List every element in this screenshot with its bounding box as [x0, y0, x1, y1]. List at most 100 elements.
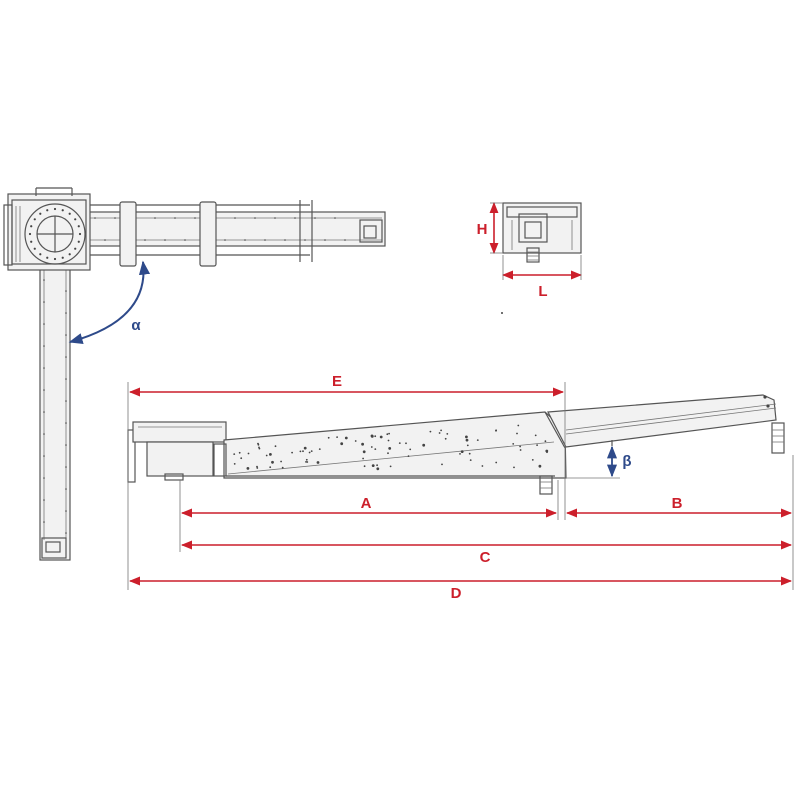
rivet-hole — [43, 389, 45, 391]
rivet-hole — [305, 461, 307, 463]
rivet-hole — [519, 449, 522, 451]
clamp-1 — [119, 201, 137, 267]
rivet-hole — [466, 444, 469, 447]
rivet-hole — [269, 466, 272, 469]
main-body — [223, 411, 567, 479]
rivet-hole — [388, 432, 390, 435]
rivet-hole — [65, 422, 67, 424]
rivet-hole — [441, 463, 443, 466]
rivet-hole — [304, 239, 306, 241]
rivet-hole — [512, 443, 515, 445]
rivet-hole — [429, 430, 432, 433]
rivet-hole — [387, 452, 389, 455]
rivet-hole — [438, 432, 441, 434]
rivet-hole — [164, 239, 166, 241]
rivet-hole — [194, 217, 196, 219]
rivet-hole — [65, 378, 67, 380]
rivet-hole — [531, 459, 534, 461]
horizontal-arm-end-cap — [359, 219, 383, 243]
rivet-hole — [340, 442, 344, 446]
rivet-hole — [104, 239, 106, 241]
dim-label-B: B — [672, 495, 683, 512]
rivet-hole — [43, 499, 45, 501]
angle-label-alpha: α — [131, 317, 141, 334]
rivet-hole — [281, 466, 284, 469]
rivet-hole — [77, 240, 80, 243]
rivet-hole — [481, 465, 484, 467]
rivet-hole — [65, 400, 67, 402]
rivet-hole — [519, 445, 521, 448]
rivet-hole — [74, 247, 77, 250]
rivet-hole — [256, 467, 259, 469]
rivet-hole — [306, 461, 309, 463]
rivet-hole — [33, 247, 36, 250]
rivet-hole — [65, 356, 67, 358]
rivet-hole — [46, 209, 49, 212]
rivet-hole — [327, 436, 330, 439]
dim-label-L: L — [538, 283, 547, 300]
rivet-hole — [271, 460, 274, 464]
rivet-hole — [476, 439, 479, 441]
rivet-hole — [114, 217, 116, 219]
rivet-hole — [233, 453, 236, 455]
hopper-box — [132, 421, 227, 443]
vertical-arm-end-cap — [41, 537, 67, 559]
rivet-hole — [386, 433, 389, 436]
rivet-hole — [316, 461, 320, 464]
rivet-hole — [254, 217, 256, 219]
rivet-hole — [30, 240, 33, 243]
rivet-hole — [238, 451, 241, 454]
end-view-frame — [502, 202, 582, 254]
rivet-hole — [53, 207, 57, 211]
rivet-hole — [43, 411, 45, 413]
rivet-hole — [74, 218, 77, 221]
rivet-hole — [43, 455, 45, 457]
rivet-hole — [324, 239, 326, 241]
rivet-hole — [374, 448, 377, 450]
rivet-hole — [274, 445, 277, 448]
rivet-hole — [538, 464, 542, 468]
rivet-hole — [78, 232, 82, 236]
extension-arm-foot — [771, 422, 785, 454]
rivet-hole — [310, 450, 313, 452]
rivet-hole — [354, 440, 357, 442]
rivet-hole — [513, 466, 515, 469]
rivet-hole — [39, 253, 42, 256]
rivet-hole — [65, 312, 67, 314]
rivet-hole — [379, 435, 383, 439]
rivet-hole — [291, 451, 293, 454]
rivet-hole — [68, 253, 71, 256]
rivet-hole — [65, 510, 67, 512]
rivet-hole — [184, 239, 186, 241]
turntable-outer — [24, 203, 86, 265]
rivet-hole — [318, 448, 321, 450]
rivet-hole — [387, 439, 390, 442]
rivet-hole — [516, 432, 518, 435]
rivet-hole — [269, 453, 272, 456]
rivet-hole — [446, 433, 449, 435]
top-view: α — [3, 187, 386, 561]
rivet-hole — [314, 217, 316, 219]
rivet-hole — [362, 450, 366, 454]
clamp-2 — [199, 201, 217, 267]
rivet-hole — [344, 436, 348, 440]
rotation-angle-arc — [68, 260, 151, 345]
rivet-hole — [374, 435, 377, 438]
rivet-hole — [43, 521, 45, 523]
rivet-hole — [459, 453, 461, 455]
rivet-hole — [362, 457, 364, 460]
rivet-hole — [284, 239, 286, 241]
rivet-hole — [294, 217, 296, 219]
end-view: H L — [477, 201, 583, 300]
rivet-hole — [65, 532, 67, 534]
rivet-hole — [264, 239, 266, 241]
rivet-hole — [536, 444, 538, 446]
rivet-hole — [244, 239, 246, 241]
side-view: β E A B C D — [127, 373, 794, 602]
dim-label-D: D — [451, 585, 462, 602]
rivet-hole — [469, 459, 472, 461]
rivet-hole — [33, 218, 36, 221]
rivet-hole — [46, 256, 49, 259]
rivet-hole — [308, 451, 311, 454]
